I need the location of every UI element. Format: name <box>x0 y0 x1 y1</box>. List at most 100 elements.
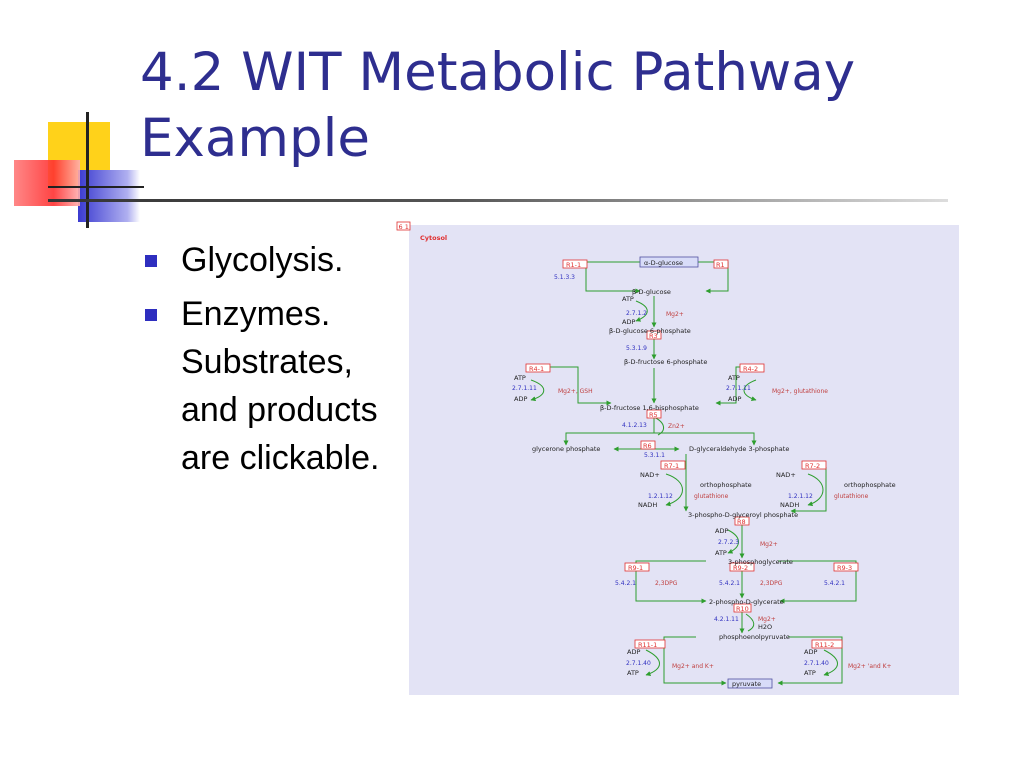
enzyme-27140-right[interactable]: 2.7.1.40 <box>804 660 829 667</box>
enzyme-5421-right[interactable]: 5.4.2.1 <box>824 580 845 587</box>
pyruvate-box[interactable] <box>727 678 773 689</box>
enzyme-12112-right[interactable]: 1.2.1.12 <box>788 493 813 500</box>
orthophosphate-r7-2[interactable]: orthophosphate <box>844 481 896 489</box>
cofactor-glutathione-right[interactable]: glutathione <box>834 493 869 500</box>
reaction-r10[interactable]: R10 <box>736 605 749 613</box>
metabolite-alpha-glucose[interactable]: α-D-glucose <box>644 259 683 267</box>
reaction-r4-2[interactable]: R4-2 <box>743 365 758 373</box>
reaction-box-r9-2[interactable] <box>729 562 755 572</box>
metabolite-f16bp[interactable]: β-D-fructose 1,6-bisphosphate <box>600 404 699 412</box>
title-line-1: 4.2 WIT Metabolic Pathway <box>140 42 856 103</box>
reaction-r1[interactable]: R1 <box>716 261 725 269</box>
reaction-box-r11-1[interactable] <box>634 639 666 649</box>
adp-r3[interactable]: ADP <box>622 318 635 326</box>
reaction-box-r1[interactable] <box>713 259 729 269</box>
enzyme-27111-left[interactable]: 2.7.1.11 <box>512 385 537 392</box>
arrow-r11-left-cofactor <box>645 649 660 676</box>
reaction-r7-2[interactable]: R7-2 <box>805 462 820 470</box>
atp-r8[interactable]: ATP <box>715 549 727 557</box>
reaction-r4-1[interactable]: R4-1 <box>529 365 544 373</box>
metabolite-beta-glucose[interactable]: β-D-glucose <box>632 288 671 296</box>
atp-r11-2[interactable]: ATP <box>804 669 816 677</box>
metabolite-3pg[interactable]: 3-phosphoglycerate <box>728 558 793 566</box>
corner-tag[interactable]: 6 1 <box>399 223 409 231</box>
reaction-box-r5[interactable] <box>646 409 662 419</box>
reaction-r9-2[interactable]: R9-2 <box>733 564 748 572</box>
metabolite-pyruvate[interactable]: pyruvate <box>732 680 761 688</box>
reaction-box-r3[interactable] <box>646 330 662 340</box>
reaction-box-r11-2[interactable] <box>811 639 843 649</box>
adp-r8[interactable]: ADP <box>715 527 728 535</box>
enzyme-27111-right[interactable]: 2.7.1.11 <box>726 385 751 392</box>
reaction-r8[interactable]: R8 <box>737 518 746 526</box>
cofactor-mg-r10[interactable]: Mg2+ <box>758 616 776 623</box>
reaction-box-r7-1[interactable] <box>660 460 686 470</box>
enzyme-5421-mid[interactable]: 5.4.2.1 <box>719 580 740 587</box>
reaction-r5[interactable]: R5 <box>649 411 658 419</box>
reaction-r6[interactable]: R6 <box>643 442 652 450</box>
reaction-box-r1-1[interactable] <box>562 259 588 269</box>
nadh-r7-2[interactable]: NADH <box>780 501 799 509</box>
atp-r3[interactable]: ATP <box>622 295 634 303</box>
reaction-box-r4-1[interactable] <box>525 363 551 373</box>
metabolite-pep[interactable]: phosphoenolpyruvate <box>719 633 790 641</box>
reaction-box-r8[interactable] <box>734 516 750 526</box>
alpha-glucose-box[interactable] <box>639 256 699 268</box>
enzyme-5311[interactable]: 5.3.1.1 <box>644 452 665 459</box>
cofactor-mg-gsh[interactable]: Mg2+, GSH <box>558 388 593 395</box>
cofactor-mg-r8[interactable]: Mg2+ <box>760 541 778 548</box>
nad-r7-1[interactable]: NAD+ <box>640 471 660 479</box>
cofactor-dpg-right[interactable]: 2,3DPG <box>760 580 783 587</box>
reaction-box-r4-2[interactable] <box>739 363 765 373</box>
cofactor-mg-k-left[interactable]: Mg2+ and K+ <box>672 663 714 670</box>
reaction-box-r9-3[interactable] <box>833 562 859 572</box>
cofactor-zn[interactable]: Zn2+ <box>668 423 685 430</box>
metabolite-f6p[interactable]: β-D-fructose 6-phosphate <box>624 358 707 366</box>
reaction-r9-1[interactable]: R9-1 <box>628 564 643 572</box>
atp-r4-2[interactable]: ATP <box>728 374 740 382</box>
atp-r11-1[interactable]: ATP <box>627 669 639 677</box>
metabolite-dhap[interactable]: glycerone phosphate <box>532 445 600 453</box>
nad-r7-2[interactable]: NAD+ <box>776 471 796 479</box>
enzyme-5421-left[interactable]: 5.4.2.1 <box>615 580 636 587</box>
nadh-r7-1[interactable]: NADH <box>638 501 657 509</box>
adp-r4-2[interactable]: ADP <box>728 395 741 403</box>
metabolite-2pg[interactable]: 2-phospho-D-glycerate <box>709 598 784 606</box>
enzyme-2712[interactable]: 2.7.1.2 <box>626 310 647 317</box>
enzyme-5133[interactable]: 5.1.3.3 <box>554 274 575 281</box>
enzyme-12112-left[interactable]: 1.2.1.12 <box>648 493 673 500</box>
water[interactable]: H2O <box>758 623 772 631</box>
adp-r11-1[interactable]: ADP <box>627 648 640 656</box>
enzyme-42111[interactable]: 4.2.1.11 <box>714 616 739 623</box>
adp-r4-1[interactable]: ADP <box>514 395 527 403</box>
reaction-r11-2[interactable]: R11-2 <box>815 641 834 649</box>
cofactor-dpg-left[interactable]: 2,3DPG <box>655 580 678 587</box>
reaction-r1-1[interactable]: R1-1 <box>566 261 581 269</box>
metabolite-g6p[interactable]: β-D-glucose 6-phosphate <box>609 327 691 335</box>
enzyme-5319[interactable]: 5.3.1.9 <box>626 345 647 352</box>
enzyme-27140-left[interactable]: 2.7.1.40 <box>626 660 651 667</box>
reaction-box-r7-2[interactable] <box>801 460 827 470</box>
cofactor-mg-k-right[interactable]: Mg2+ 'and K+ <box>848 663 892 670</box>
reaction-box-r6[interactable] <box>640 440 656 450</box>
cofactor-glutathione-left[interactable]: glutathione <box>694 493 729 500</box>
arrow-r1-left <box>585 261 642 294</box>
atp-r4-1[interactable]: ATP <box>514 374 526 382</box>
corner-tag-box[interactable] <box>396 221 411 231</box>
reaction-r3[interactable]: R3 <box>649 332 658 340</box>
reaction-box-r10[interactable] <box>733 603 752 613</box>
orthophosphate-r7-1[interactable]: orthophosphate <box>700 481 752 489</box>
arrow-r11-left <box>663 636 727 686</box>
reaction-r7-1[interactable]: R7-1 <box>664 462 679 470</box>
reaction-box-r9-1[interactable] <box>624 562 650 572</box>
cofactor-mg-glutathione[interactable]: Mg2+, glutathione <box>772 388 828 395</box>
diagram-background <box>409 225 959 695</box>
adp-r11-2[interactable]: ADP <box>804 648 817 656</box>
reaction-r9-3[interactable]: R9-3 <box>837 564 852 572</box>
cofactor-mg-r3[interactable]: Mg2+ <box>666 311 684 318</box>
metabolite-bpg[interactable]: 3-phospho-D-glyceroyl phosphate <box>688 511 798 519</box>
enzyme-2723[interactable]: 2.7.2.3 <box>718 539 739 546</box>
metabolite-gap[interactable]: D-glyceraldehyde 3-phosphate <box>689 445 789 453</box>
reaction-r11-1[interactable]: R11-1 <box>638 641 657 649</box>
enzyme-41213[interactable]: 4.1.2.13 <box>622 422 647 429</box>
